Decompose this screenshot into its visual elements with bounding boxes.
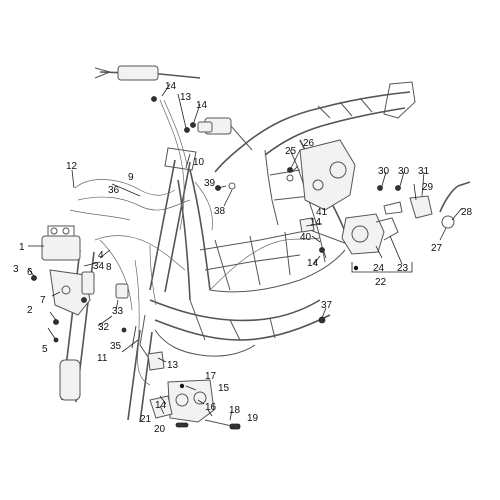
brake-pads (149, 395, 173, 419)
callout-26: 26 (303, 138, 315, 149)
callout-41: 41 (316, 207, 328, 218)
callout-20: 20 (154, 424, 166, 435)
callout-30-right: 30 (398, 166, 410, 177)
speed-sensor (147, 351, 165, 371)
abs-module (41, 225, 81, 261)
callout-14-front: 14 (155, 400, 167, 411)
group-marker-front (179, 383, 185, 389)
callout-30-left: 30 (378, 166, 390, 177)
callout-14-top-right: 14 (196, 100, 208, 111)
callout-12: 12 (66, 161, 78, 172)
callout-18: 18 (229, 405, 241, 416)
callout-6: 6 (27, 267, 33, 278)
callout-29: 29 (422, 182, 434, 193)
callout-25: 25 (285, 146, 297, 157)
callout-15: 15 (218, 383, 230, 394)
callout-31: 31 (418, 166, 430, 177)
callout-16: 16 (205, 402, 217, 413)
rear-brake-lever (383, 181, 471, 229)
callout-27: 27 (431, 243, 443, 254)
leader-lines (27, 83, 463, 421)
callout-8: 8 (106, 262, 112, 273)
callout-17: 17 (205, 371, 217, 382)
callout-21: 21 (140, 414, 152, 425)
callout-23: 23 (397, 263, 409, 274)
callout-34: 34 (93, 261, 105, 272)
callout-19: 19 (247, 413, 259, 424)
callout-10: 10 (193, 157, 205, 168)
callout-9: 9 (128, 172, 134, 183)
hose-fitting (204, 419, 233, 427)
callout-24: 24 (373, 263, 385, 274)
callout-38: 38 (214, 206, 226, 217)
part-20 (175, 422, 189, 428)
callout-14-rear: 14 (310, 217, 322, 228)
callout-33: 33 (112, 306, 124, 317)
hose-clip (299, 217, 315, 233)
callout-4: 4 (98, 250, 104, 261)
callout-22: 22 (375, 277, 387, 288)
callout-40: 40 (300, 232, 312, 243)
callout-32: 32 (98, 322, 110, 333)
callout-13-top: 13 (180, 92, 192, 103)
callout-14-rear-lower: 14 (307, 258, 319, 269)
abs-bracket (49, 269, 91, 316)
hose-union (197, 121, 213, 133)
callout-labels: 1 2 3 4 5 6 7 8 9 10 11 12 13 14 14 14 1… (13, 81, 473, 435)
callout-7: 7 (40, 295, 46, 306)
callout-5: 5 (42, 344, 48, 355)
callout-11: 11 (97, 353, 108, 364)
callout-35: 35 (110, 341, 122, 352)
callout-1: 1 (19, 242, 25, 253)
rear-brake-caliper (341, 213, 399, 255)
part-19 (229, 423, 241, 430)
front-brake-caliper (167, 379, 215, 423)
callout-39: 39 (204, 178, 216, 189)
part-8 (81, 271, 95, 295)
callout-14-top: 14 (165, 81, 177, 92)
hose-clamp (115, 283, 129, 299)
callout-13-front: 13 (167, 360, 179, 371)
callout-28: 28 (461, 207, 473, 218)
brake-hoses (69, 99, 321, 386)
group-marker-rear (353, 265, 359, 271)
callout-36: 36 (108, 185, 120, 196)
callout-3: 3 (13, 264, 19, 275)
callout-37: 37 (321, 300, 333, 311)
callout-2: 2 (27, 305, 33, 316)
